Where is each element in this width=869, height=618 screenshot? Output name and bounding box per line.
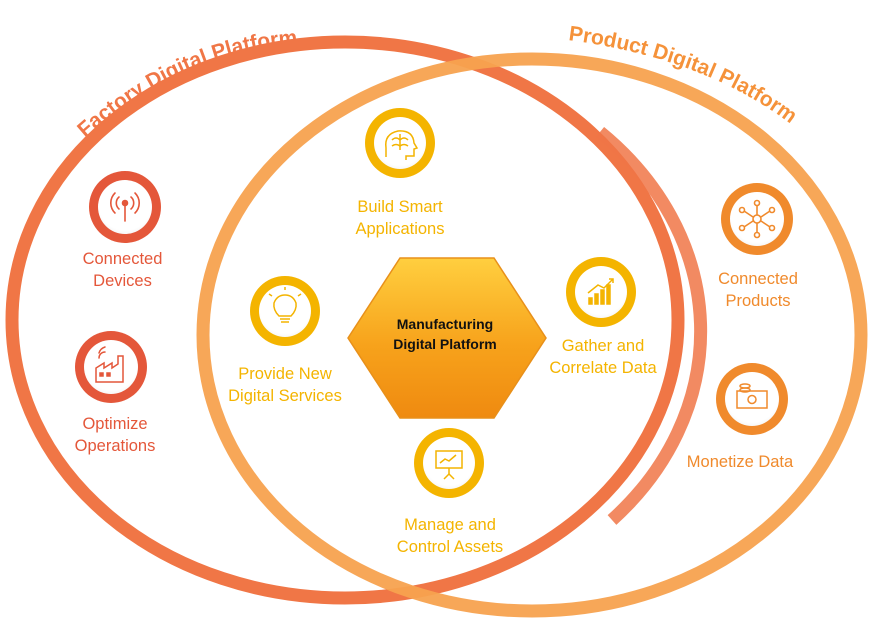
money-icon — [736, 383, 768, 409]
antenna-icon — [110, 192, 140, 222]
product-platform-ring — [196, 52, 868, 618]
connected-products-badge — [721, 183, 793, 255]
connected-products-label: Connected Products — [718, 270, 798, 310]
manage-control-assets-badge — [414, 428, 484, 498]
build-smart-applications-badge — [365, 108, 435, 178]
factory-icon — [95, 346, 124, 383]
gather-correlate-data-badge — [566, 257, 636, 327]
factory-ring-overlap — [595, 126, 708, 525]
bar-chart-icon — [587, 278, 614, 305]
provide-new-digital-services-badge — [250, 276, 320, 346]
factory-platform-ring — [5, 35, 685, 605]
lightbulb-icon — [268, 287, 302, 323]
optimize-operations-label: Optimize Operations — [74, 415, 156, 455]
product-platform-title: Product Digital Platform — [567, 22, 801, 128]
provide-new-digital-services-label: Provide New Digital Services — [228, 365, 342, 405]
monetize-data-badge — [716, 363, 788, 435]
brain-icon — [385, 130, 419, 160]
factory-platform-title: Factory Digital Platform — [73, 26, 298, 141]
optimize-operations-badge — [75, 331, 147, 403]
gather-correlate-data-label: Gather and Correlate Data — [549, 337, 657, 377]
build-smart-applications-label: Build Smart Applications — [355, 198, 445, 238]
connected-devices-label: Connected Devices — [82, 250, 163, 290]
manufacturing-platform-title: Manufacturing Digital Platform — [393, 316, 497, 352]
presentation-board-icon — [435, 450, 463, 480]
manufacturing-platform-hexagon — [347, 257, 547, 419]
manage-control-assets-label: Manage and Control Assets — [396, 516, 504, 556]
connected-devices-badge — [89, 171, 161, 243]
monetize-data-label: Monetize Data — [686, 453, 794, 471]
network-icon — [738, 199, 776, 239]
